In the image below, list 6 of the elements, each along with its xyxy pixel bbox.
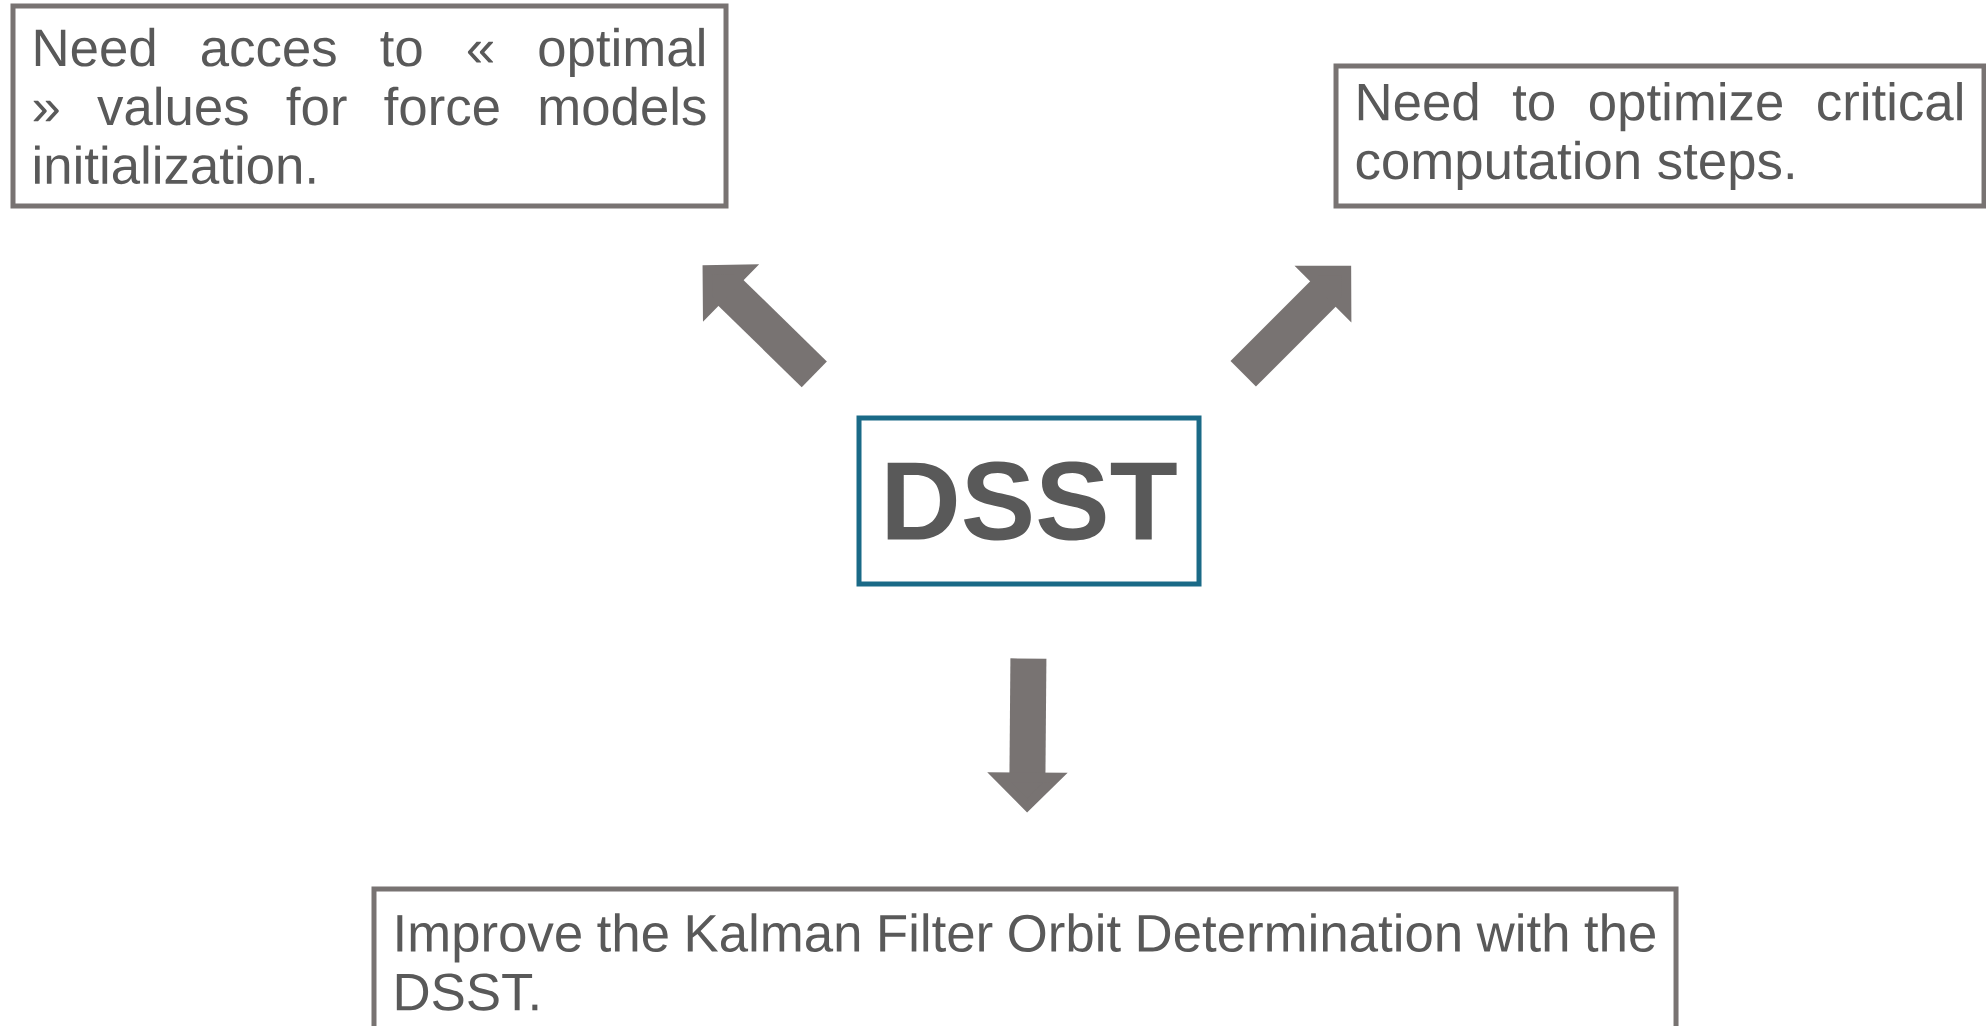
block-arrow [702,264,827,388]
text-box: Need to optimize critical computation steps. [1333,63,1986,209]
text-box: Need acces to « optimal » values for force models initialization. [10,3,729,209]
title-box: DSST [856,415,1202,587]
text-box: Improve the Kalman Filter Orbit Determination with the DSST. [371,886,1679,1026]
block-arrow [1230,265,1352,387]
